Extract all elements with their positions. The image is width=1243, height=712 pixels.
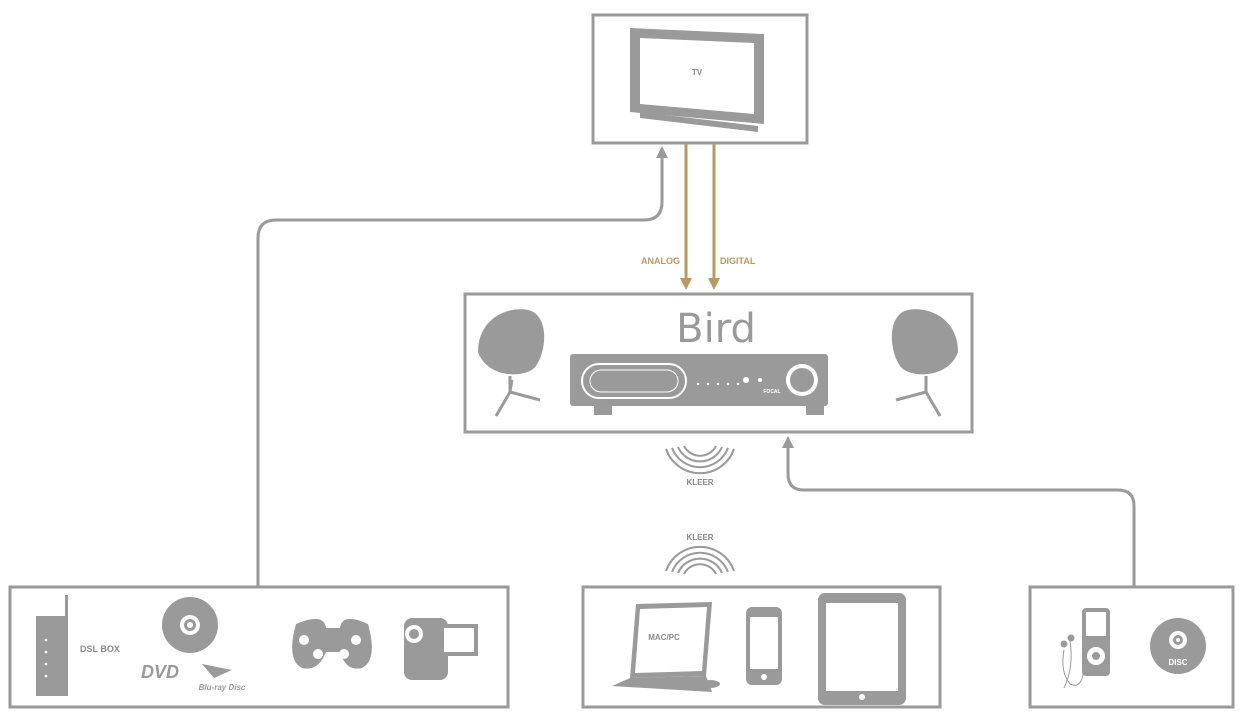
earphones-icon [1060, 634, 1085, 689]
mac-pc-label: MAC/PC [648, 633, 680, 642]
bluray-logo: Blu-ray Disc [199, 683, 246, 692]
amplifier-icon: FOCAL [570, 354, 828, 415]
laptop-icon [612, 602, 720, 692]
right-speaker-icon [891, 309, 958, 417]
bird-brand: Bird [676, 306, 756, 352]
line-right-to-bird [782, 436, 1136, 587]
phone-icon [746, 607, 782, 685]
music-player-icon [1082, 608, 1110, 676]
wireless-in-icon [665, 545, 735, 575]
kleer-out-label: KLEER [686, 478, 713, 487]
wireless-out-icon [665, 445, 735, 475]
dsl-box-label: DSL BOX [80, 644, 120, 654]
left-speaker-icon [478, 309, 545, 417]
analog-label: ANALOG [641, 256, 680, 266]
digital-label: DIGITAL [720, 256, 756, 266]
gamepad-icon [292, 618, 372, 669]
cd-icon [1150, 618, 1206, 674]
tv-icon [630, 28, 764, 132]
line-left-to-tv [256, 146, 668, 587]
focal-logo: FOCAL [763, 389, 780, 395]
dvd-logo: DVD [141, 662, 179, 682]
kleer-in-label: KLEER [686, 533, 713, 542]
dvd-disc-icon [162, 597, 218, 653]
tv-label: TV [692, 68, 703, 77]
cd-logo: DISC [1168, 658, 1187, 667]
camcorder-icon [404, 618, 478, 680]
tablet-icon [818, 593, 906, 705]
bluray-logo-icon [202, 664, 232, 678]
dsl-router-icon [36, 595, 68, 696]
